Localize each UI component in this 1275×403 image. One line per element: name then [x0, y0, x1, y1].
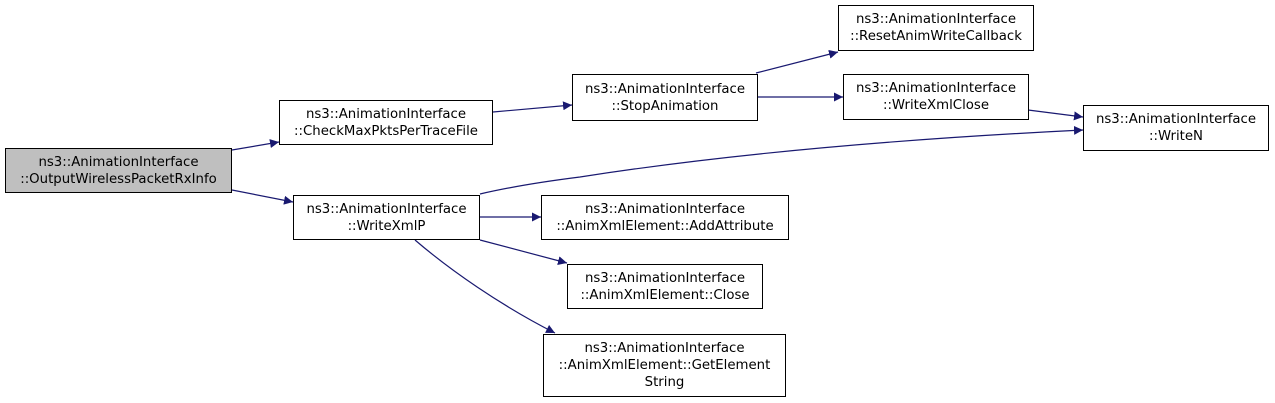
node-stop-animation[interactable]: ns3::AnimationInterface ::StopAnimation: [572, 74, 758, 121]
node-line-2: ::ResetAnimWriteCallback: [850, 29, 1022, 44]
edge-output-to-writexmlp: [231, 189, 294, 205]
node-line-1: ns3::AnimationInterface: [305, 106, 467, 122]
node-line-2: ::WriteXmlClose: [882, 98, 990, 113]
edge-writexmlclose-to-writen: [1027, 109, 1084, 121]
edge-writexmlp-to-getelementstring: [414, 239, 556, 334]
node-line-2: ::AnimXmlElement::AddAttribute: [556, 218, 774, 234]
edge-writexmlp-to-writen: [479, 125, 1084, 195]
node-line-1: ns3::AnimationInterface: [855, 81, 1017, 96]
node-line-2: ::AnimXmlElement::GetElement: [558, 358, 771, 373]
node-line-2: ::AnimXmlElement::Close: [580, 287, 750, 303]
node-line-1: ns3::AnimationInterface: [584, 341, 745, 356]
node-line-1: ns3::AnimationInterface: [1095, 112, 1257, 127]
node-line-2: ::CheckMaxPktsPerTraceFile: [294, 123, 478, 139]
node-line-2: ::WriteXmlP: [347, 218, 426, 234]
edge-stopanimation-to-resetanim: [755, 49, 839, 74]
node-line-1: ns3::AnimationInterface: [38, 154, 199, 170]
edge-checkmax-to-stopanimation: [492, 101, 573, 113]
node-write-xml-close[interactable]: ns3::AnimationInterface ::WriteXmlClose: [843, 74, 1029, 120]
node-write-n[interactable]: ns3::AnimationInterface ::WriteN: [1083, 105, 1269, 151]
node-line-2: ::WriteN: [1148, 129, 1203, 144]
node-line-1: ns3::AnimationInterface: [584, 81, 746, 97]
node-line-2: ::StopAnimation: [611, 98, 719, 114]
node-line-1: ns3::AnimationInterface: [584, 270, 746, 286]
node-line-3: String: [644, 375, 685, 390]
node-write-xml-p[interactable]: ns3::AnimationInterface ::WriteXmlP: [293, 195, 480, 240]
node-line-1: ns3::AnimationInterface: [306, 201, 467, 217]
node-add-attribute[interactable]: ns3::AnimationInterface ::AnimXmlElement…: [541, 195, 789, 240]
edge-writexmlp-to-close: [479, 239, 568, 266]
node-get-element-string[interactable]: ns3::AnimationInterface ::AnimXmlElement…: [543, 334, 786, 397]
node-output-wireless-packet-rx-info: ns3::AnimationInterface ::OutputWireless…: [5, 148, 232, 193]
node-line-1: ns3::AnimationInterface: [855, 12, 1017, 27]
node-check-max-pkts-per-trace-file[interactable]: ns3::AnimationInterface ::CheckMaxPktsPe…: [279, 100, 493, 145]
node-close[interactable]: ns3::AnimationInterface ::AnimXmlElement…: [567, 264, 763, 309]
node-line-2: ::OutputWirelessPacketRxInfo: [20, 171, 217, 187]
edge-output-to-checkmax: [231, 139, 280, 151]
node-line-1: ns3::AnimationInterface: [584, 201, 746, 217]
node-reset-anim-write-callback[interactable]: ns3::AnimationInterface ::ResetAnimWrite…: [838, 5, 1034, 51]
